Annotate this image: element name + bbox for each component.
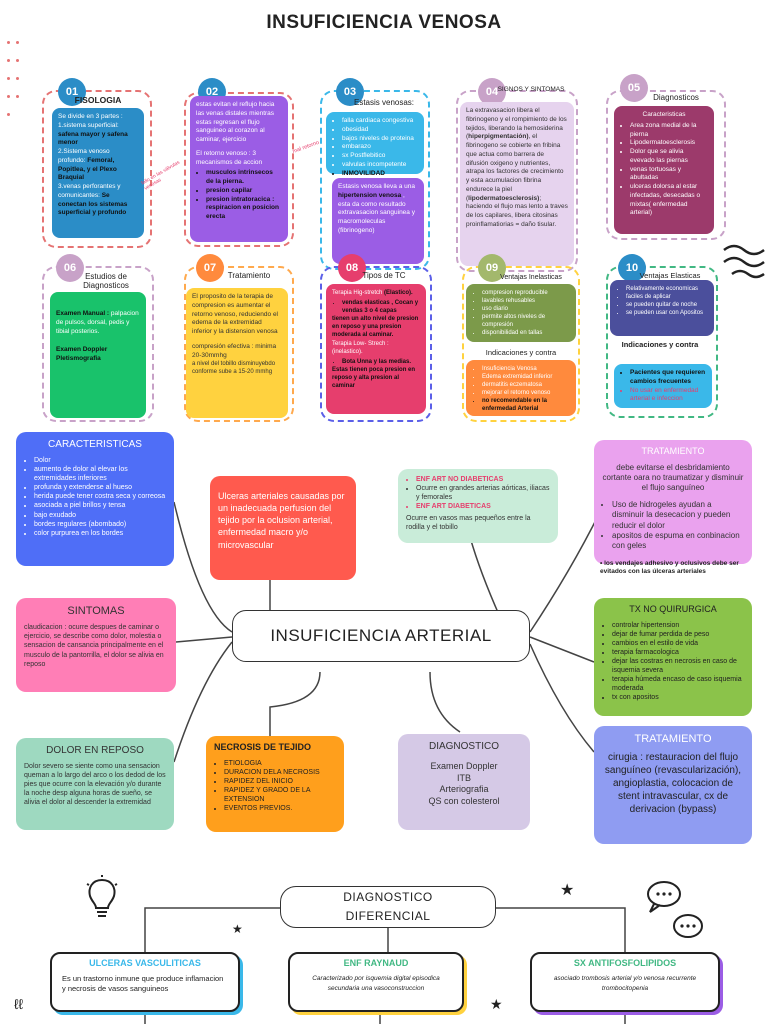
section-04-number: 04 bbox=[478, 78, 506, 106]
ulceras-vasculiticas-box: ULCERAS VASCULITICAS Es un trastorno inm… bbox=[50, 952, 240, 1012]
section-09-frame bbox=[462, 266, 580, 422]
section-07-card: El proposito de la terapia de compresion… bbox=[186, 288, 288, 418]
section-08-number: 08 bbox=[338, 254, 366, 282]
section-03-number: 03 bbox=[336, 78, 364, 106]
center-topic-box: INSUFICIENCIA ARTERIAL bbox=[232, 610, 530, 662]
section-08-label: Tipos de TC bbox=[362, 271, 406, 280]
section-06-frame bbox=[42, 266, 154, 422]
section-04-card: La extravasacion libera el fibrinogeno y… bbox=[460, 102, 574, 266]
section-05-frame bbox=[606, 90, 726, 240]
enf-art-box: ENF ART NO DIABETICAS Ocurre en grandes … bbox=[398, 469, 558, 543]
section-04-frame bbox=[456, 90, 578, 272]
connector-lines bbox=[173, 501, 601, 763]
section-02-frame bbox=[184, 92, 294, 247]
dolor-en-reposo-box: DOLOR EN REPOSO Dolor severo se siente c… bbox=[16, 738, 174, 830]
section-03-card-result: Estasis venosa lleva a una hipertension … bbox=[332, 178, 424, 264]
section-03-label: Estasis venosas: bbox=[353, 98, 415, 107]
necrosis-box: NECROSIS DE TEJIDO ETIOLOGIADURACION DEL… bbox=[206, 736, 344, 832]
section-06-card: Examen Manual : palpacion de pulsos, dor… bbox=[50, 292, 146, 418]
section-09-card-ventajas: compresion reproduciblelavables rehusabl… bbox=[466, 284, 576, 342]
section-09-card-indicaciones: Insuficiencia VenosaEdema extremidad inf… bbox=[466, 360, 576, 416]
star-icon-small: ★ bbox=[232, 922, 243, 936]
section-09-label: Ventajas Inelasticas bbox=[500, 274, 562, 281]
section-07-number: 07 bbox=[196, 254, 224, 282]
section-06-label: Estudios de Diagnosticos bbox=[83, 272, 129, 290]
tx-no-quirurgica-box: TX NO QUIRURGICA controlar hipertensiond… bbox=[594, 598, 752, 716]
section-09-label-2: Indicaciones y contra bbox=[485, 348, 557, 357]
star-icon: ★ bbox=[560, 882, 575, 899]
star-icon-bottom: ★ bbox=[490, 996, 503, 1012]
bottom-connectors bbox=[144, 907, 626, 1024]
section-10-label: Ventajas Elasticas bbox=[639, 271, 701, 280]
vendajes-note: • los vendajes adhesivo y oclusivos debe… bbox=[600, 560, 739, 576]
diagnostico-diferencial-box: DIAGNOSTICO DIFERENCIAL bbox=[280, 886, 496, 928]
swirl-icon: ℓℓ bbox=[14, 996, 24, 1012]
tratamiento-box-2: TRATAMIENTO cirugia : restauracion del f… bbox=[594, 726, 752, 844]
section-10-card-ventajas: Relativamente economicasfaciles de aplic… bbox=[610, 280, 714, 336]
sx-antifosfolipidos-box: SX ANTIFOSFOLIPIDOS asociado trombosis a… bbox=[530, 952, 720, 1012]
section-05-number: 05 bbox=[620, 74, 648, 102]
section-01-label: FISOLOGIA bbox=[74, 95, 122, 105]
section-10-frame bbox=[606, 266, 718, 418]
ulceras-arteriales-box: Ulceras arteriales causadas por un inade… bbox=[210, 476, 356, 580]
page-title: INSUFICIENCIA VENOSA bbox=[266, 12, 502, 33]
section-01-frame bbox=[42, 90, 152, 248]
section-01-number: 01 bbox=[58, 78, 86, 106]
section-02-card: estas evitan el reflujo hacia las venas … bbox=[190, 96, 288, 242]
squiggle-decoration-icon bbox=[723, 244, 765, 279]
section-08-frame bbox=[320, 266, 432, 422]
section-01-card: Se divide en 3 partes : 1.sistema superf… bbox=[52, 108, 144, 238]
section-10-label-2: Indicaciones y contra bbox=[621, 340, 699, 349]
caracteristicas-box: CARACTERISTICAS Doloraumento de dolor al… bbox=[16, 432, 174, 566]
sintomas-box: SINTOMAS claudicacion : ocurre despues d… bbox=[16, 598, 176, 692]
decorative-dots bbox=[4, 34, 28, 124]
enf-raynaud-box: ENF RAYNAUD Caracterizado por isquemia d… bbox=[288, 952, 464, 1012]
section-10-number: 10 bbox=[618, 254, 646, 282]
section-05-card: Caracteristicas Area zona medial de la p… bbox=[614, 106, 714, 234]
section-05-label: Diagnosticos bbox=[653, 93, 699, 102]
section-07-frame bbox=[184, 266, 294, 422]
section-08-card: Terapia Hig-stretch (Elastico). vendas e… bbox=[326, 284, 426, 414]
section-03-card-causes: falla cardiaca congestiva obesidad bajos… bbox=[326, 112, 424, 177]
section-03-frame bbox=[320, 90, 430, 270]
section-10-card-indicaciones: Pacientes que requieren cambios frecuent… bbox=[614, 364, 712, 408]
section-09-number: 09 bbox=[478, 254, 506, 282]
lightbulb-icon bbox=[86, 875, 118, 917]
chat-bubbles-icon bbox=[647, 881, 703, 938]
tratamiento-box-1: TRATAMIENTO debe evitarse el desbridamie… bbox=[594, 440, 752, 564]
section-04-label: SIGNOS Y SINTOMAS bbox=[497, 86, 565, 93]
section-06-number: 06 bbox=[56, 254, 84, 282]
section-07-label: Tratamiento bbox=[227, 271, 271, 280]
